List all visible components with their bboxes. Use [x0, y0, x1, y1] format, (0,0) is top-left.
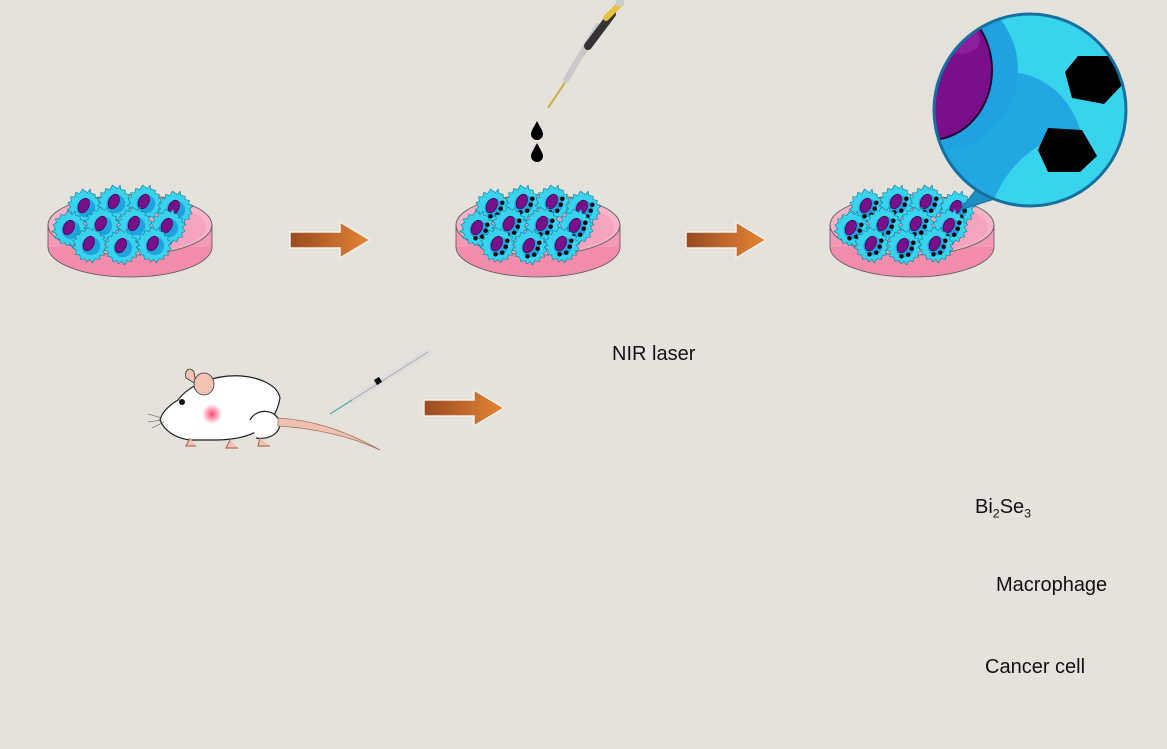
legend-label-cancer-cell: Cancer cell: [985, 656, 1086, 678]
nir-laser-label: NIR laser: [612, 343, 696, 365]
magnified-macrophage-bubble: [932, 12, 1128, 211]
legend-text-bi: Bi: [975, 496, 993, 518]
legend-sub-3: 3: [1024, 506, 1032, 521]
arrow-1: [289, 221, 371, 259]
arrow-2: [685, 221, 767, 259]
legend-label-bi2se3: Bi2Se3: [975, 496, 1031, 520]
pipette-icon: [547, 0, 624, 109]
dish-1-macrophages: [47, 184, 213, 278]
arrow-3: [423, 389, 505, 427]
syringe-icon: [329, 348, 432, 415]
drop-icon-2: [531, 143, 543, 162]
legend-sub-2: 2: [992, 506, 1000, 521]
legend-text-se: Se: [999, 496, 1025, 518]
legend-label-macrophage: Macrophage: [996, 574, 1108, 596]
drop-icon-1: [531, 121, 543, 140]
bi2se3-particle-large-1: [1065, 56, 1123, 104]
dish-2-treatment: [455, 185, 621, 278]
bi2se3-particle-large-2: [1038, 128, 1097, 172]
tumor-glow: [202, 404, 222, 424]
mouse-1-injection: [147, 368, 381, 451]
